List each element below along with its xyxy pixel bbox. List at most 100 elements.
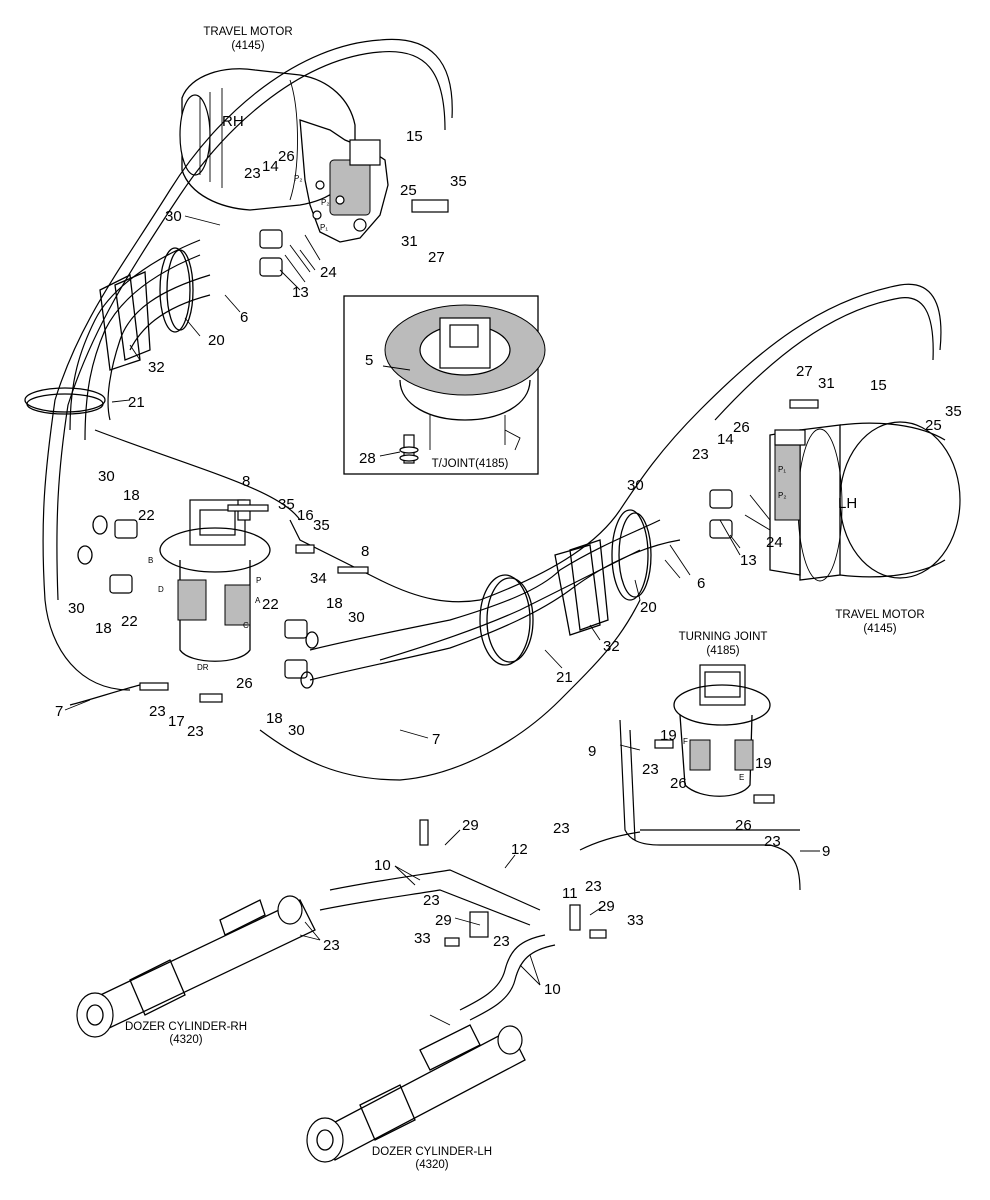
part-label: 33 [414, 930, 431, 947]
part-label: 35 [313, 517, 330, 534]
travel-motor-lh-title: TRAVEL MOTOR [835, 609, 924, 621]
part-label: 19 [755, 755, 772, 772]
part-label: 30 [165, 208, 182, 225]
part-label: 18 [95, 620, 112, 637]
part-label: 10 [544, 981, 561, 998]
part-label: 23 [553, 820, 570, 837]
part-label: 23 [585, 878, 602, 895]
dozer-rh-title: DOZER CYLINDER-RH [125, 1021, 247, 1033]
part-label: 20 [640, 599, 657, 616]
part-label: 6 [697, 575, 705, 592]
part-number-labels: 15 26 14 23 25 35 30 31 27 24 13 6 20 32… [55, 128, 962, 998]
part-label: 13 [292, 284, 309, 301]
svg-text:F: F [683, 737, 688, 746]
flanges-fittings [77, 199, 819, 947]
part-label: 30 [288, 722, 305, 739]
part-label: 6 [240, 309, 248, 326]
part-label: 17 [168, 713, 185, 730]
travel-motor-lh: LH P₁ P₂ [769, 421, 961, 582]
part-label: 20 [208, 332, 225, 349]
part-label: 18 [266, 710, 283, 727]
part-label: 27 [428, 249, 445, 266]
svg-text:P₂: P₂ [321, 198, 329, 207]
part-label: 18 [326, 595, 343, 612]
svg-text:B: B [148, 556, 153, 565]
part-label: 26 [670, 775, 687, 792]
part-label: 24 [766, 534, 783, 551]
part-label: 23 [244, 165, 261, 182]
part-label: 12 [511, 841, 528, 858]
part-label: 21 [556, 669, 573, 686]
dozer-rh-code: (4320) [169, 1034, 202, 1046]
part-label: 24 [320, 264, 337, 281]
svg-text:DR: DR [197, 663, 209, 672]
part-label: 14 [262, 158, 279, 175]
svg-text:E: E [739, 773, 744, 782]
part-label: 18 [123, 487, 140, 504]
travel-motor-rh-title: TRAVEL MOTOR [203, 26, 292, 38]
part-label: 30 [68, 600, 85, 617]
part-label: 23 [423, 892, 440, 909]
dozer-cylinder-rh [76, 895, 316, 1038]
part-label: 8 [242, 473, 250, 490]
part-label: 22 [121, 613, 138, 630]
travel-motor-rh-code: (4145) [231, 40, 264, 52]
part-label: 9 [822, 843, 830, 860]
part-label: 7 [55, 703, 63, 720]
part-label: 22 [138, 507, 155, 524]
part-label: 23 [692, 446, 709, 463]
part-label: 5 [365, 352, 373, 369]
tjoint-inset-label: T/JOINT(4185) [432, 458, 509, 470]
part-label: 31 [818, 375, 835, 392]
part-label: 15 [870, 377, 887, 394]
part-label: 35 [945, 403, 962, 420]
part-label: 7 [432, 731, 440, 748]
part-label: 34 [310, 570, 327, 587]
part-label: 33 [627, 912, 644, 929]
svg-text:D: D [158, 585, 164, 594]
center-turning-joint: P A C B D DR [148, 499, 271, 672]
part-label: 19 [660, 727, 677, 744]
part-label: 26 [735, 817, 752, 834]
part-label: 26 [278, 148, 295, 165]
part-label: 25 [925, 417, 942, 434]
part-label: 35 [450, 173, 467, 190]
dozer-cylinder-lh [306, 1024, 526, 1163]
part-label: 9 [588, 743, 596, 760]
part-label: 21 [128, 394, 145, 411]
part-label: 23 [493, 933, 510, 950]
svg-text:P₂: P₂ [294, 174, 302, 183]
part-label: 23 [764, 833, 781, 850]
part-label: 29 [598, 898, 615, 915]
part-label: 23 [149, 703, 166, 720]
svg-text:C: C [243, 621, 249, 630]
part-label: 15 [406, 128, 423, 145]
part-label: 26 [733, 419, 750, 436]
part-label: 29 [462, 817, 479, 834]
part-label: 30 [627, 477, 644, 494]
part-label: 13 [740, 552, 757, 569]
part-label: 23 [642, 761, 659, 778]
svg-text:P₂: P₂ [778, 491, 786, 500]
part-label: 23 [187, 723, 204, 740]
part-label: 11 [562, 885, 578, 902]
part-label: 8 [361, 543, 369, 560]
part-label: 29 [435, 912, 452, 929]
part-label: 30 [348, 609, 365, 626]
turning-joint-right: F E [673, 664, 771, 797]
part-label: 32 [148, 359, 165, 376]
part-label: 35 [278, 496, 295, 513]
part-label: 14 [717, 431, 734, 448]
rh-label: RH [222, 113, 244, 130]
part-label: 31 [401, 233, 418, 250]
leader-lines [64, 215, 820, 1026]
svg-text:A: A [255, 596, 261, 605]
part-label: 25 [400, 182, 417, 199]
part-label: 23 [323, 937, 340, 954]
dozer-lh-code: (4320) [415, 1159, 448, 1171]
turning-joint-code: (4185) [706, 645, 739, 657]
part-label: 16 [297, 507, 314, 524]
part-label: 32 [603, 638, 620, 655]
part-label: 22 [262, 596, 279, 613]
